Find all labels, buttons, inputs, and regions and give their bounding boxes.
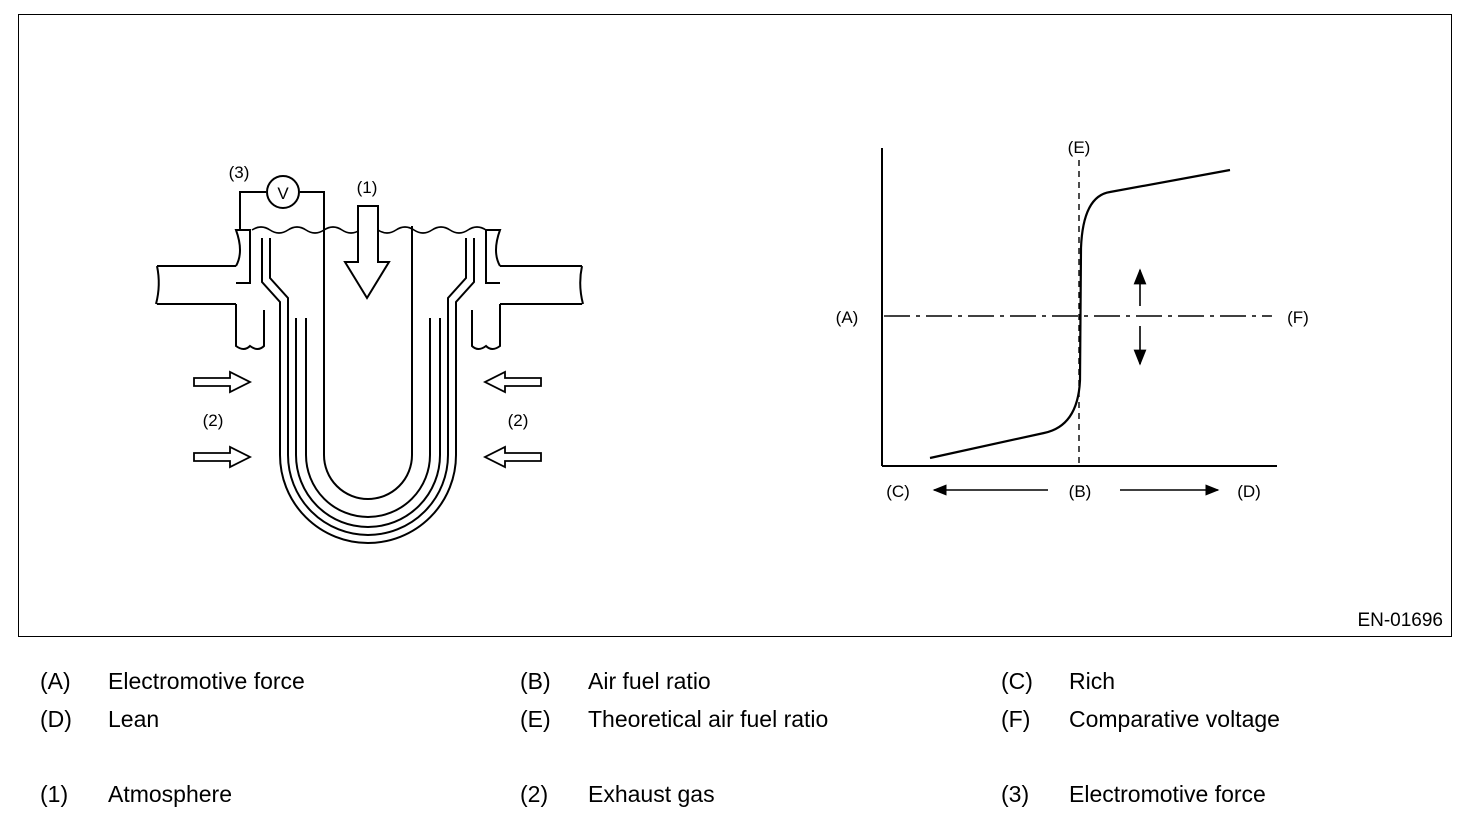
atmosphere-arrow-icon (343, 205, 391, 300)
voltmeter-symbol: V (277, 184, 289, 203)
label-2-left: (2) (203, 411, 224, 430)
legend-text: Rich (1069, 668, 1116, 694)
housing-right (471, 229, 502, 350)
legend-key: (C) (1001, 668, 1033, 694)
figure-id: EN-01696 (1357, 610, 1443, 631)
output-curve (929, 168, 1231, 460)
legend-text: Atmosphere (108, 781, 233, 807)
label-f: (F) (1287, 308, 1309, 327)
legend-text: Comparative voltage (1069, 706, 1280, 732)
label-d: (D) (1237, 482, 1261, 501)
legend-text: Electromotive force (108, 668, 305, 694)
housing-left (234, 229, 265, 350)
label-c: (C) (886, 482, 910, 501)
sensor-cross-section (155, 191, 584, 544)
sensor-coating-outer (295, 318, 441, 528)
voltmeter-icon: V (266, 175, 300, 209)
figure-frame: EN-01696 (18, 14, 1452, 637)
label-b: (B) (1069, 482, 1092, 501)
legend-text: Air fuel ratio (588, 668, 711, 694)
exhaust-arrow-right-top-icon (482, 370, 542, 394)
sensor-element-layer-2 (269, 238, 467, 536)
exhaust-gas-arrows (193, 370, 542, 469)
label-3: (3) (229, 163, 250, 182)
sensor-coating-inner (305, 318, 431, 518)
legend-key: (2) (520, 781, 549, 807)
oxygen-sensor-figure: V (3) (1) (2) (2) (E) (A) (F) (C) (B) (D… (155, 138, 1309, 544)
legend-text: Electromotive force (1069, 781, 1266, 807)
legend-text: Theoretical air fuel ratio (588, 706, 829, 732)
exhaust-pipe-right-wall (500, 265, 584, 305)
exhaust-arrow-left-top-icon (193, 370, 253, 394)
label-a: (A) (836, 308, 859, 327)
legend-key: (E) (520, 706, 551, 732)
legend-text: Exhaust gas (588, 781, 715, 807)
output-graph (881, 148, 1277, 496)
legend-key: (F) (1001, 706, 1031, 732)
legend-text: Lean (108, 706, 160, 732)
sensor-outer-element (261, 238, 475, 544)
exhaust-arrow-left-bottom-icon (193, 445, 253, 469)
label-2-right: (2) (508, 411, 529, 430)
voltmeter-wire (239, 191, 325, 230)
legend-key: (3) (1001, 781, 1030, 807)
legend-key: (1) (40, 781, 69, 807)
legend-key: (D) (40, 706, 72, 732)
legend-key: (A) (40, 668, 71, 694)
exhaust-arrow-right-bottom-icon (482, 445, 542, 469)
legend-key: (B) (520, 668, 551, 694)
label-e: (E) (1068, 138, 1091, 157)
atmosphere-chamber (323, 226, 413, 500)
exhaust-pipe-left-wall (155, 265, 236, 305)
label-1: (1) (357, 178, 378, 197)
